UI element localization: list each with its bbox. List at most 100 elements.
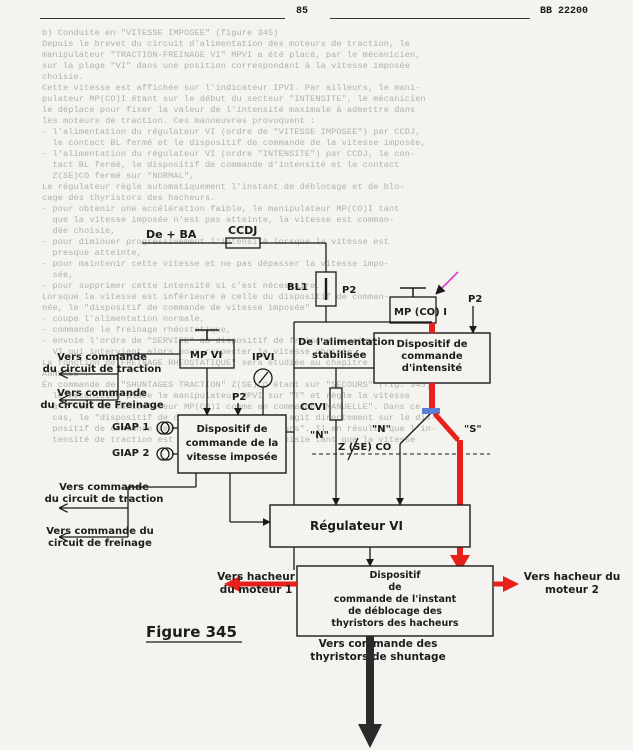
background-text-line: presque atteinte, — [42, 248, 142, 258]
background-text-line: VI qui intervient alors pour respecter l… — [42, 347, 358, 357]
background-text-line: sur la plage "VI" dans une position corr… — [42, 61, 410, 71]
background-text-line: Lorsque la vitesse est inférieure à cell… — [42, 292, 389, 302]
background-text-line: - pour supprimer cette intensité si c'es… — [42, 281, 321, 291]
ipvi-indicator: IPVI P2 — [232, 352, 275, 416]
mpcoi-block: MP (CO) I P2 — [389, 271, 482, 334]
background-text-line: dée choisie, — [42, 226, 116, 236]
page-number: 85 — [296, 6, 309, 17]
s-label: "S" — [464, 424, 482, 435]
p2-left-label: P2 — [232, 392, 246, 403]
label-line: Vers commande des — [319, 638, 438, 650]
bl1-label: BL1 — [287, 282, 308, 293]
background-text-line: sée, — [42, 270, 74, 280]
background-text-line: cage des thyristors des hacheurs. — [42, 193, 216, 203]
figure-label: Figure 345 — [146, 623, 237, 641]
figure-caption: Figure 345 — [146, 623, 242, 643]
page-header: 85 BB 22200 — [0, 6, 633, 22]
label-line: Dispositif de — [196, 424, 267, 435]
label-line: d'intensité — [402, 362, 463, 374]
label-line: du moteur 1 — [220, 584, 293, 596]
background-text-line: - l'alimentation du régulateur VI (ordre… — [42, 149, 416, 159]
label-line: commande de l'instant — [334, 594, 457, 605]
vitesse-box-label: Dispositif de commande de la vitesse impos… — [186, 424, 279, 463]
label-line: Vers commande — [57, 352, 147, 363]
label-line: vitesse imposée — [186, 451, 277, 463]
background-text-line: - pour obtenir une accélération faible, … — [42, 204, 400, 214]
zseco-label: Z (SE) CO — [338, 442, 391, 453]
background-text-line: Depuis le brevet du circuit d'alimentati… — [42, 39, 410, 49]
alim-label-2: stabilisée — [312, 349, 367, 361]
background-text-line: - l'alimentation du régulateur VI (ordre… — [42, 127, 421, 137]
background-text-line: Cette vitesse est affichée sur l'indicat… — [42, 83, 421, 93]
background-text-line: le mécanicien place le manipulateur MPVI… — [42, 391, 410, 401]
label-line: du circuit de Freinage — [40, 400, 164, 411]
alim-label-1: De l'alimentation — [298, 337, 395, 348]
n1-label: "N" — [310, 430, 329, 441]
de-ba-label: De + BA — [146, 228, 197, 241]
background-text-line: - pour maintenir cette vitesse et ne pas… — [42, 259, 389, 269]
background-text-line: pulateur MP(CO)I étant sur le début du s… — [42, 94, 426, 104]
label-line: Vers commande du — [46, 526, 154, 537]
header-rule-left — [40, 18, 285, 19]
label-line: moteur 2 — [545, 584, 599, 596]
marker-pointer — [435, 271, 459, 295]
document-reference: BB 22200 — [540, 6, 589, 17]
label-line: Vers commande — [59, 482, 149, 493]
label-line: de déblocage des — [348, 606, 442, 617]
mpvi-label: MP VI — [190, 350, 222, 361]
background-text-line: née, le "dispositif de commande de vites… — [42, 303, 311, 313]
giap2-label: GIAP 2 — [112, 448, 149, 459]
p2-right-label: P2 — [468, 294, 482, 305]
bl1-contact: BL1 P2 — [287, 271, 432, 323]
label-line: commande de la — [186, 438, 279, 449]
background-text-line: tact BL fermé, le dispositif de commande… — [42, 160, 400, 170]
background-text-line: Z(SE)CO fermé sur "NORMAL", — [42, 171, 195, 181]
label-line: commande — [401, 351, 463, 362]
background-text-line: En commande de "SHUNTAGES TRACTION" Z(SE… — [42, 380, 437, 390]
selector-bar — [422, 408, 440, 414]
label-line: circuit de freinage — [48, 538, 152, 549]
background-text-line: b) Conduite en "VITESSE IMPOSEE" (figure… — [42, 28, 279, 38]
giap-inputs: GIAP 1 GIAP 2 — [112, 421, 178, 461]
label-line: Dispositif — [370, 570, 422, 581]
label-line: de — [388, 582, 401, 593]
label-line: Vers hacheur — [217, 571, 296, 583]
ccvi-fuse — [329, 387, 343, 421]
label-line: Vers hacheur du — [524, 571, 620, 583]
background-text-line: - coupe l'alimentation normale, — [42, 314, 205, 324]
regulateur-label: Régulateur VI — [310, 519, 403, 533]
label-line: Dispositif de — [396, 339, 467, 350]
background-text-line: le contact BL fermé et le dispositif de … — [42, 138, 426, 148]
label-line: thyristors des hacheurs — [331, 618, 458, 629]
label-line: Vers commande — [57, 388, 147, 399]
n2-label: "N" — [372, 424, 391, 435]
ipvi-label: IPVI — [252, 352, 275, 363]
label-line: thyristors de shuntage — [310, 651, 445, 663]
background-text-line: Le régulateur règle automatiquement l'in… — [42, 182, 405, 192]
label-line: du circuit de traction — [43, 364, 162, 375]
giap1-label: GIAP 1 — [112, 422, 149, 433]
background-text-line: les moteurs de traction. Ces manoeuvres … — [42, 116, 316, 126]
background-text-line: que la vitesse imposée n'est pas atteint… — [42, 215, 395, 225]
background-text-line: - pour diminuer progressivement l'intens… — [42, 237, 389, 247]
ccvi-label: CCVI — [300, 402, 326, 413]
mpcoi-box — [389, 296, 437, 324]
p2-top-label: P2 — [342, 285, 356, 296]
mpcoi-label: MP (CO) I — [394, 307, 447, 318]
vitesse-box: Dispositif de commande de la vitesse impos… — [45, 414, 287, 549]
